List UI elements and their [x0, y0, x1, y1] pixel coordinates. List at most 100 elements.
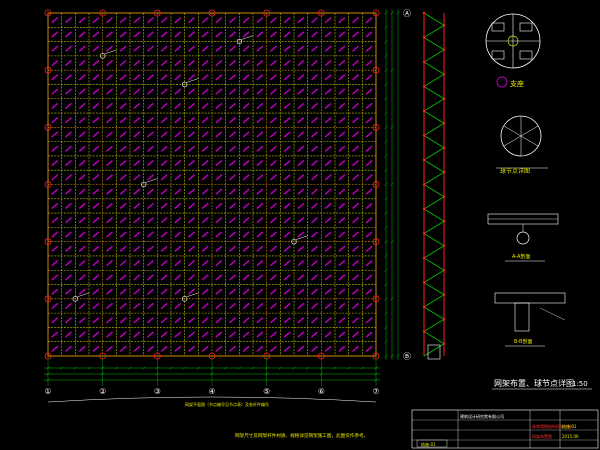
web-member	[365, 331, 373, 338]
web-member	[338, 259, 346, 267]
web-member	[187, 145, 196, 152]
truss-node	[442, 97, 446, 100]
web-member	[242, 117, 250, 124]
web-member	[256, 188, 264, 195]
web-member	[133, 317, 141, 324]
web-member	[215, 74, 223, 81]
web-member	[187, 259, 196, 267]
truss-diagonal	[423, 12, 445, 38]
web-member	[187, 174, 196, 181]
web-member	[269, 331, 278, 338]
truss-diagonal	[423, 86, 445, 112]
web-member	[201, 88, 209, 95]
dimension-tick	[384, 182, 388, 187]
web-member	[201, 31, 209, 38]
dimension-tick	[390, 11, 394, 15]
web-member	[187, 345, 196, 353]
web-member	[174, 45, 182, 52]
dimension-tick	[278, 366, 283, 370]
web-member	[283, 302, 291, 310]
web-member	[146, 331, 155, 338]
web-member	[119, 45, 127, 52]
web-member	[201, 174, 209, 181]
section-b-column	[514, 302, 530, 332]
web-member	[51, 159, 59, 167]
drawing-number: 结施-01	[562, 423, 577, 429]
dimension-tick	[360, 366, 365, 370]
web-member	[338, 159, 346, 167]
web-member	[269, 31, 278, 38]
web-member	[365, 288, 373, 295]
web-member	[146, 188, 155, 195]
web-member	[283, 102, 291, 110]
web-member	[310, 259, 319, 267]
web-member	[242, 331, 250, 338]
column-axis-label: ①	[44, 387, 51, 396]
web-member	[283, 188, 291, 195]
web-member	[324, 231, 332, 238]
web-member	[228, 31, 237, 38]
web-member	[351, 231, 360, 238]
web-member	[187, 88, 196, 95]
web-member	[269, 302, 278, 310]
section-b-leader	[539, 307, 566, 321]
web-member	[365, 117, 373, 124]
web-member	[92, 145, 100, 152]
web-member	[187, 302, 196, 310]
web-member	[256, 74, 264, 81]
web-member	[269, 88, 278, 95]
web-member	[64, 117, 73, 124]
web-member	[269, 188, 278, 195]
web-member	[215, 331, 223, 338]
web-member	[283, 174, 291, 181]
web-member	[92, 131, 100, 138]
web-member	[78, 145, 86, 152]
web-member	[119, 145, 127, 152]
dimension-tick	[390, 68, 394, 72]
web-member	[215, 159, 223, 167]
web-member	[324, 245, 332, 252]
dimension-tick	[384, 225, 388, 230]
drawing-name: 网架布置图	[532, 433, 552, 439]
web-member	[310, 202, 319, 210]
support-node	[372, 181, 380, 188]
web-member	[365, 245, 373, 252]
web-member	[105, 31, 114, 38]
web-member	[92, 302, 100, 310]
ball-spoke	[520, 135, 539, 147]
web-member	[269, 159, 278, 167]
web-member	[133, 74, 141, 81]
web-member	[242, 131, 250, 138]
web-member	[338, 102, 346, 110]
column-axis-label: ②	[99, 387, 106, 396]
web-member	[187, 74, 196, 81]
web-member	[228, 145, 237, 152]
web-member	[365, 345, 373, 353]
web-member	[297, 88, 305, 95]
web-member	[51, 259, 59, 267]
web-member	[92, 288, 100, 295]
web-member	[242, 16, 250, 24]
web-member	[338, 317, 346, 324]
plan-nodes	[44, 9, 380, 360]
web-member	[133, 274, 141, 281]
web-member	[242, 88, 250, 95]
web-member	[119, 259, 127, 267]
web-member	[174, 345, 182, 353]
web-member	[201, 288, 209, 295]
web-member	[256, 288, 264, 295]
dimension-tick	[384, 254, 388, 258]
web-member	[119, 131, 127, 138]
web-member	[256, 45, 264, 52]
truss-node	[422, 85, 426, 88]
dimension-tick	[390, 354, 394, 358]
web-member	[365, 317, 373, 324]
truss-node	[422, 134, 426, 137]
web-member	[242, 145, 250, 152]
web-member	[119, 317, 127, 324]
web-member	[64, 217, 73, 224]
web-member	[160, 174, 168, 181]
support-node	[263, 9, 271, 17]
web-member	[215, 117, 223, 124]
web-member	[242, 274, 250, 281]
